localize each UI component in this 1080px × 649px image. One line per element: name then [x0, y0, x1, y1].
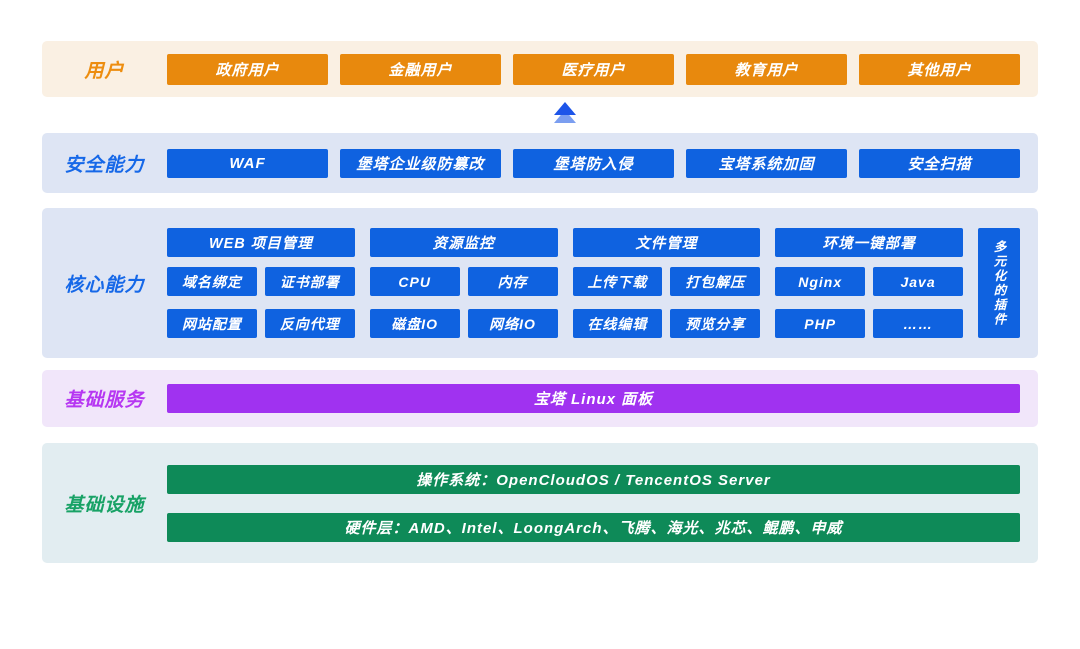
core-plugins-vertical-box: 多元化的插件: [978, 228, 1020, 338]
security-box-scan: 安全扫描: [859, 148, 1020, 178]
core-group-monitor-items: CPU 内存 磁盘IO 网络IO: [369, 267, 558, 338]
core-group-env-header: 环境一键部署: [775, 228, 963, 257]
layer-label-infrastructure: 基础设施: [64, 494, 145, 516]
hardware-bar: 硬件层：AMD、Intel、LoongArch、飞腾、海光、兆芯、鲲鹏、申威: [167, 512, 1020, 542]
core-item-cpu: CPU: [369, 267, 460, 296]
core-group-monitor-header: 资源监控: [369, 228, 558, 257]
users-boxes: 政府用户 金融用户 医疗用户 教育用户 其他用户: [167, 53, 1038, 85]
layer-infrastructure: 基础设施 操作系统：OpenCloudOS / TencentOS Server…: [42, 443, 1038, 563]
core-group-env-items: Nginx Java PHP ……: [775, 267, 963, 338]
core-groups: WEB 项目管理 域名绑定 证书部署 网站配置 反向代理 资源监控 CPU 内存…: [167, 228, 1038, 338]
security-box-tamper-proof: 堡塔企业级防篡改: [340, 148, 501, 178]
core-group-env: 环境一键部署 Nginx Java PHP ……: [775, 228, 963, 338]
security-box-intrusion: 堡塔防入侵: [513, 148, 674, 178]
layer-users: 用户 政府用户 金融用户 医疗用户 教育用户 其他用户: [42, 41, 1038, 97]
core-group-web-items: 域名绑定 证书部署 网站配置 反向代理: [167, 267, 355, 338]
core-item-more: ……: [873, 309, 963, 338]
infrastructure-content: 操作系统：OpenCloudOS / TencentOS Server 硬件层：…: [167, 464, 1038, 542]
layer-security: 安全能力 WAF 堡塔企业级防篡改 堡塔防入侵 宝塔系统加固 安全扫描: [42, 133, 1038, 193]
core-item-online-edit: 在线编辑: [572, 309, 663, 338]
core-item-network-io: 网络IO: [467, 309, 558, 338]
core-item-domain-binding: 域名绑定: [167, 267, 257, 296]
user-box-education: 教育用户: [686, 53, 847, 85]
core-group-files: 文件管理 上传下载 打包解压 在线编辑 预览分享: [572, 228, 761, 338]
core-group-files-items: 上传下载 打包解压 在线编辑 预览分享: [572, 267, 761, 338]
layer-core: 核心能力 WEB 项目管理 域名绑定 证书部署 网站配置 反向代理 资源监控 C…: [42, 208, 1038, 358]
core-item-compress: 打包解压: [670, 267, 761, 296]
architecture-diagram: 用户 政府用户 金融用户 医疗用户 教育用户 其他用户 安全能力 WAF 堡塔企…: [0, 41, 1080, 649]
core-group-web-header: WEB 项目管理: [167, 228, 355, 257]
core-item-disk-io: 磁盘IO: [369, 309, 460, 338]
core-item-site-config: 网站配置: [167, 309, 257, 338]
baota-linux-panel-bar: 宝塔 Linux 面板: [167, 384, 1020, 413]
core-item-php: PHP: [775, 309, 866, 338]
core-item-cert-deploy: 证书部署: [264, 267, 355, 296]
layer-label-base-services: 基础服务: [64, 390, 145, 411]
layer-label-users: 用户: [84, 60, 125, 82]
user-box-medical: 医疗用户: [513, 53, 674, 85]
layer-label-core: 核心能力: [64, 274, 145, 296]
base-services-content: 宝塔 Linux 面板: [167, 384, 1038, 413]
user-box-finance: 金融用户: [340, 53, 501, 85]
security-box-hardening: 宝塔系统加固: [686, 148, 847, 178]
up-arrow-icon: [554, 102, 576, 128]
security-box-waf: WAF: [167, 148, 328, 178]
core-item-nginx: Nginx: [775, 267, 866, 296]
core-item-java: Java: [873, 267, 963, 296]
core-item-reverse-proxy: 反向代理: [264, 309, 355, 338]
core-group-web: WEB 项目管理 域名绑定 证书部署 网站配置 反向代理: [167, 228, 355, 338]
layer-base-services: 基础服务 宝塔 Linux 面板: [42, 370, 1038, 427]
layer-label-security: 安全能力: [64, 154, 145, 176]
user-box-government: 政府用户: [167, 53, 328, 85]
os-bar: 操作系统：OpenCloudOS / TencentOS Server: [167, 464, 1020, 494]
core-item-memory: 内存: [467, 267, 558, 296]
core-group-files-header: 文件管理: [572, 228, 761, 257]
user-box-other: 其他用户: [859, 53, 1020, 85]
security-boxes: WAF 堡塔企业级防篡改 堡塔防入侵 宝塔系统加固 安全扫描: [167, 148, 1038, 178]
up-arrow-dark-triangle: [554, 102, 576, 115]
arrow-row: [0, 97, 1080, 133]
core-group-monitor: 资源监控 CPU 内存 磁盘IO 网络IO: [369, 228, 558, 338]
core-item-upload-download: 上传下载: [572, 267, 663, 296]
core-item-preview-share: 预览分享: [670, 309, 761, 338]
